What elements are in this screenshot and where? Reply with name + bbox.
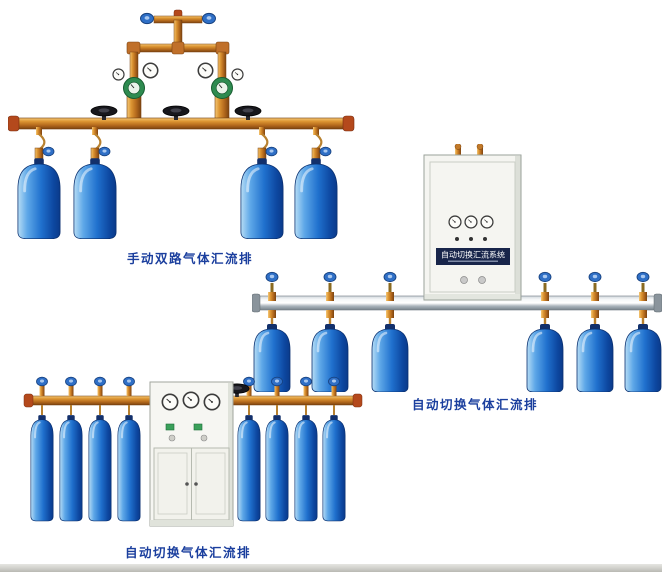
indicator-light: [165, 423, 175, 431]
cylinder-station: [72, 127, 118, 239]
gas-cylinder: [321, 414, 347, 522]
panel-knob: [168, 434, 176, 442]
valve-knob: [588, 271, 602, 283]
gas-cylinder: [370, 324, 410, 392]
cabinet-top-fitting: [455, 145, 461, 156]
valve-knob: [36, 376, 48, 387]
main-manifold-pipe: [8, 115, 355, 132]
panel-knob: [478, 276, 486, 284]
page-bottom-edge: [0, 564, 662, 572]
panel-knob: [460, 276, 468, 284]
cylinder-station: [321, 376, 347, 522]
valve-knob: [328, 376, 340, 387]
cylinder-station: [623, 271, 662, 392]
cabinet-top-fitting: [477, 145, 483, 156]
gas-cylinder: [293, 414, 319, 522]
regulator-station-left: [112, 62, 159, 121]
cylinder-stations: [252, 271, 662, 392]
valve-knob: [271, 376, 283, 387]
gas-cylinder: [87, 414, 113, 522]
gas-cylinder: [236, 414, 262, 522]
top-tee-valve-assembly: [140, 9, 216, 49]
cylinder-station: [575, 271, 615, 392]
caption-manual-dual-manifold: 手动双路气体汇流排: [126, 252, 253, 266]
gas-cylinder: [116, 414, 142, 522]
valve-knob: [65, 376, 77, 387]
valve-knob: [140, 12, 154, 25]
cylinder-stations: [29, 376, 347, 522]
panel-knob: [455, 237, 459, 241]
cylinder-station: [236, 376, 262, 522]
panel-knob: [200, 434, 208, 442]
pressure-gauge: [182, 391, 200, 409]
valve-knob: [243, 376, 255, 387]
cylinder-station: [252, 271, 292, 392]
indicator-light: [193, 423, 203, 431]
pressure-gauge: [231, 68, 244, 81]
pressure-gauge: [112, 68, 125, 81]
cylinder-station: [16, 127, 62, 239]
gas-cylinder: [58, 414, 84, 522]
cylinder-station: [116, 376, 142, 522]
product-figure-auto-switch-wall: 自动切换汇流系统: [252, 144, 662, 394]
gas-cylinder: [264, 414, 290, 522]
aluminum-manifold-rail: [252, 293, 662, 313]
valve-knob: [94, 376, 106, 387]
pressure-gauge: [448, 215, 462, 229]
caption-auto-switch-wall: 自动切换气体汇流排: [411, 398, 538, 412]
cabinet-panel-label: 自动切换汇流系统: [441, 250, 505, 260]
cylinder-station: [525, 271, 565, 392]
pressure-gauge: [203, 393, 221, 411]
door-handle: [185, 482, 189, 486]
gas-cylinder: [29, 414, 55, 522]
cylinder-station: [293, 376, 319, 522]
cylinder-station: [293, 127, 339, 239]
valve-knob: [383, 271, 397, 283]
valve-knob: [323, 271, 337, 283]
pressure-gauge: [142, 62, 159, 79]
pressure-gauge: [197, 62, 214, 79]
upper-header-pipe: [126, 41, 230, 81]
valve-knob: [202, 12, 216, 25]
cylinder-station: [310, 271, 350, 392]
pressure-gauge: [464, 215, 478, 229]
cylinder-station: [370, 271, 410, 392]
valve-knob: [123, 376, 135, 387]
cylinder-station: [29, 376, 55, 522]
valve-knob: [42, 146, 55, 157]
pressure-gauge: [161, 393, 179, 411]
gas-cylinder: [575, 324, 615, 392]
product-figure-auto-switch-floor: [20, 372, 365, 530]
valve-knob: [265, 271, 279, 283]
panel-knob: [483, 237, 487, 241]
gas-cylinder: [16, 158, 62, 239]
caption-auto-switch-floor: 自动切换气体汇流排: [124, 546, 251, 560]
panel-knob: [469, 237, 473, 241]
gas-cylinder: [623, 324, 662, 392]
gas-cylinder: [72, 158, 118, 239]
cylinder-station: [87, 376, 113, 522]
cylinder-stations: [16, 127, 339, 239]
product-figure-manual-dual-manifold: [8, 6, 358, 248]
control-cabinet: [149, 381, 234, 527]
gas-cylinder: [525, 324, 565, 392]
valve-knob: [98, 146, 111, 157]
door-handle: [194, 482, 198, 486]
regulator-station-right: [197, 62, 244, 121]
valve-knob: [300, 376, 312, 387]
cylinder-station: [58, 376, 84, 522]
control-cabinet: 自动切换汇流系统: [423, 144, 522, 301]
cylinder-station: [264, 376, 290, 522]
pressure-gauge: [480, 215, 494, 229]
valve-knob: [538, 271, 552, 283]
valve-knob: [636, 271, 650, 283]
cylinder-station: [239, 127, 285, 239]
